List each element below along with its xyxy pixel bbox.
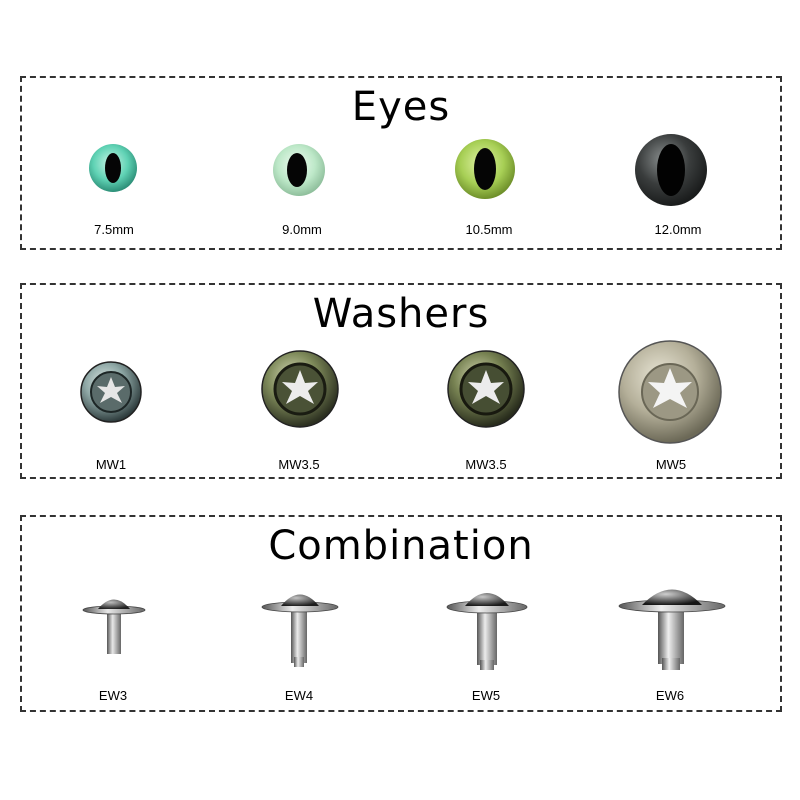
combination-label: EW6: [655, 688, 685, 703]
eyes-panel: Eyes: [20, 76, 782, 250]
combination-ew3-image: [82, 599, 146, 654]
combination-panel: Combination: [20, 515, 782, 712]
combination-label: EW5: [471, 688, 501, 703]
eye-12-0mm-image: [635, 134, 707, 206]
combination-ew4-image: [261, 594, 339, 667]
combination-ew5-image: [446, 593, 528, 670]
combination-label: EW4: [284, 688, 314, 703]
eye-9-0mm-image: [273, 144, 325, 196]
eye-label: 7.5mm: [94, 222, 134, 237]
eye-7-5mm-image: [89, 144, 137, 192]
washer-mw1-image: [80, 361, 142, 423]
washer-label: MW5: [655, 457, 687, 472]
washer-label: MW3.5: [278, 457, 320, 472]
combination-ew6-image: [618, 589, 726, 670]
washer-label: MW3.5: [465, 457, 507, 472]
washer-mw5-image: [618, 340, 722, 444]
washers-panel: Washers: [20, 283, 782, 479]
washer-mw3-5-image: [447, 350, 525, 428]
washer-label: MW1: [95, 457, 127, 472]
eyes-title: Eyes: [351, 84, 451, 130]
eye-label: 12.0mm: [654, 222, 702, 237]
eye-label: 9.0mm: [282, 222, 322, 237]
eye-10-5mm-image: [455, 139, 515, 199]
washers-title: Washers: [312, 291, 490, 337]
washer-mw3-5-image: [261, 350, 339, 428]
eye-label: 10.5mm: [465, 222, 513, 237]
combination-title: Combination: [268, 523, 534, 569]
combination-label: EW3: [98, 688, 128, 703]
